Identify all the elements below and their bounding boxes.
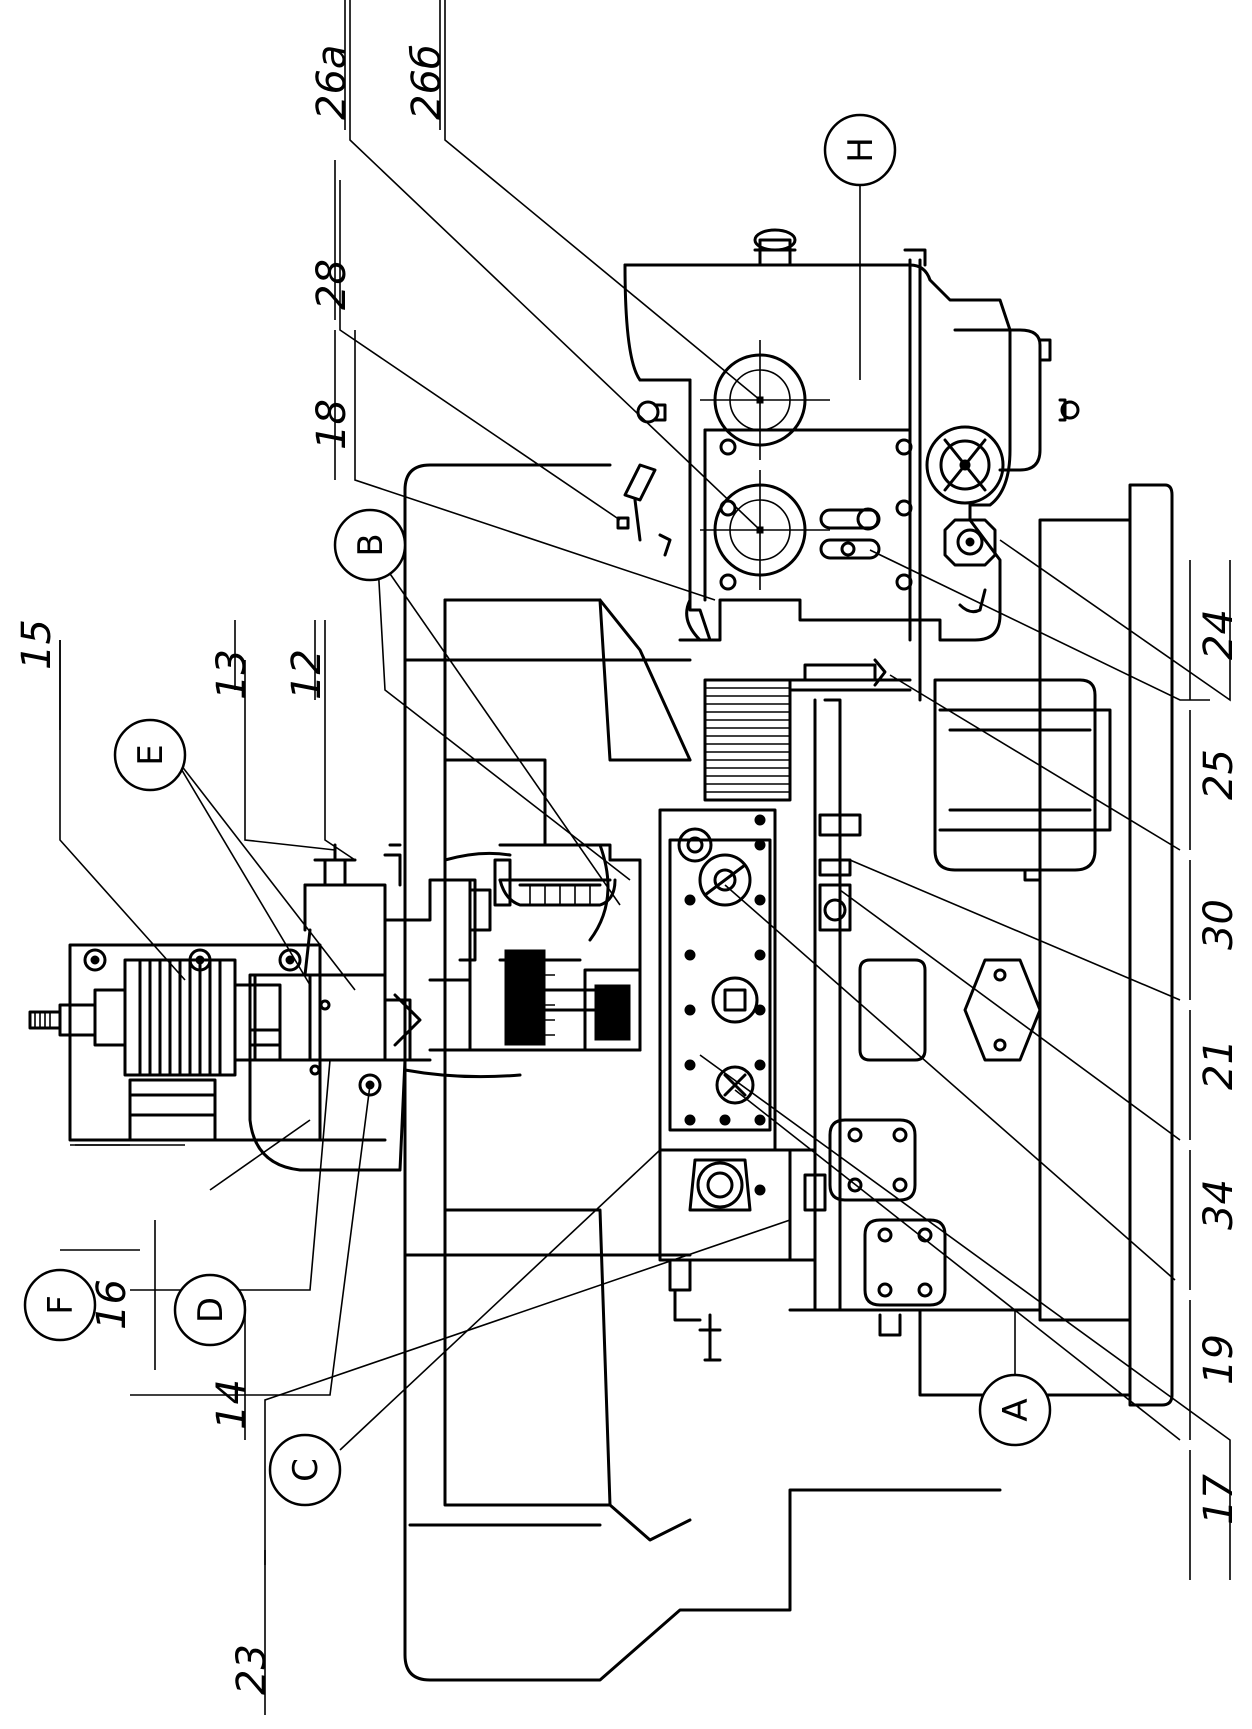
label-21: 21 [1196, 1039, 1242, 1090]
callout-C: C [268, 1433, 342, 1507]
letter-callouts: A B C D E F H [23, 113, 1052, 1507]
label-17: 17 [1196, 1474, 1242, 1525]
label-26b: 26б [404, 44, 450, 120]
label-ticks [59, 0, 1191, 1715]
label-30: 30 [1196, 899, 1242, 950]
label-34: 34 [1196, 1179, 1242, 1230]
bellows [705, 687, 790, 793]
label-16: 16 [89, 1279, 135, 1330]
svg-text:D: D [191, 1297, 231, 1323]
callout-H: H [823, 113, 897, 187]
label-26a: 26а [309, 45, 355, 120]
label-18: 18 [309, 399, 355, 450]
label-13: 13 [209, 649, 255, 700]
callout-B: B [333, 508, 407, 582]
machine-outline [28, 228, 1174, 1682]
svg-text:E: E [131, 744, 171, 765]
leader-lines [59, 0, 1231, 1580]
label-28: 28 [309, 259, 355, 310]
label-12: 12 [284, 649, 330, 700]
label-15: 15 [14, 619, 60, 670]
svg-text:B: B [351, 533, 391, 556]
label-23: 23 [229, 1644, 275, 1695]
svg-text:H: H [841, 137, 881, 163]
apron-bolts [684, 814, 766, 1196]
callout-A: A [978, 1373, 1052, 1447]
callout-D: D [173, 1273, 247, 1347]
label-19: 19 [1196, 1334, 1242, 1385]
label-25: 25 [1196, 749, 1242, 800]
svg-text:F: F [41, 1295, 81, 1315]
callout-E: E [113, 718, 187, 792]
label-14: 14 [209, 1379, 255, 1430]
callout-F: F [23, 1268, 97, 1342]
svg-text:C: C [286, 1458, 326, 1482]
label-24: 24 [1196, 609, 1242, 660]
number-labels: 26а 26б 28 18 15 13 12 16 14 23 24 25 30… [14, 44, 1242, 1695]
svg-text:A: A [996, 1398, 1036, 1421]
